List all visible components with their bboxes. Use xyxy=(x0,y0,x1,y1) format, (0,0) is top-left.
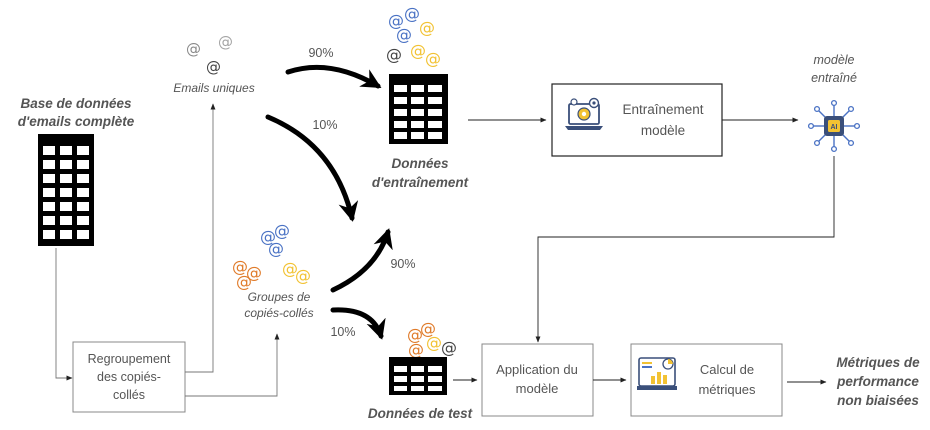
model-to-application-arrow xyxy=(535,156,835,343)
svg-text:@: @ xyxy=(260,227,276,246)
metrics-calc-label-line1: Calcul de xyxy=(700,362,754,377)
training-label-line1: Entraînement xyxy=(622,102,703,117)
grouping-to-groups-arrow xyxy=(185,333,280,397)
svg-text:@: @ xyxy=(282,259,298,278)
svg-text:@: @ xyxy=(388,11,404,30)
application-box xyxy=(481,343,594,417)
svg-text:@: @ xyxy=(408,340,424,359)
output-metrics-line1: Métriques de xyxy=(836,355,920,370)
svg-text:@: @ xyxy=(410,41,426,60)
application-label-line1: Application du xyxy=(496,362,578,377)
laptop-gear-icon xyxy=(565,97,603,130)
unique-emails-label: Emails uniques xyxy=(173,81,254,95)
groups-label-line2: copiés-collés xyxy=(244,306,313,320)
pct-test-unique: 10% xyxy=(312,118,337,132)
svg-text:@: @ xyxy=(419,18,435,37)
output-metrics-line2: performance xyxy=(836,374,919,389)
pct-test-groups: 10% xyxy=(330,325,355,339)
grouping-to-unique-arrow xyxy=(185,103,216,373)
svg-text:@: @ xyxy=(425,49,441,68)
metrics-calc-label-line2: métriques xyxy=(698,382,756,397)
output-metrics-line3: non biaisées xyxy=(837,393,919,408)
trained-model-label-line1: modèle xyxy=(814,53,855,67)
database-title-line2: d'emails complète xyxy=(18,114,135,129)
training-label-line2: modèle xyxy=(641,123,685,138)
grouping-label-line2: des copiés- xyxy=(97,370,161,384)
groups-at-icons: @ @ @ @ @ @ @ @ xyxy=(232,221,311,291)
test-at-icons: @ @ @ @ @ xyxy=(407,319,457,359)
svg-text:@: @ xyxy=(274,221,290,240)
svg-text:@: @ xyxy=(396,25,412,44)
svg-text:@: @ xyxy=(426,333,442,352)
train-at-icons: @ @ @ @ @ @ @ xyxy=(386,4,441,68)
svg-text:@: @ xyxy=(420,319,436,338)
pct-train-unique: 90% xyxy=(308,46,333,60)
svg-text:@: @ xyxy=(441,338,457,357)
svg-text:@: @ xyxy=(386,45,402,64)
svg-text:@: @ xyxy=(268,239,284,258)
svg-text:@: @ xyxy=(404,4,420,23)
pct-train-groups: 90% xyxy=(390,257,415,271)
svg-text:@: @ xyxy=(206,58,221,76)
svg-text:@: @ xyxy=(186,40,201,58)
chart-screen-icon xyxy=(637,357,677,390)
svg-text:@: @ xyxy=(295,266,311,285)
application-label-line2: modèle xyxy=(516,381,559,396)
svg-text:@: @ xyxy=(407,325,423,344)
database-title-line1: Base de données xyxy=(20,96,132,111)
unique-emails-at-icons: @ @ @ xyxy=(186,33,233,76)
train-data-label-line2: d'entraînement xyxy=(372,175,469,190)
svg-text:AI: AI xyxy=(831,124,838,131)
trained-model-label-line2: entraîné xyxy=(811,71,857,85)
train-table-icon xyxy=(389,74,448,144)
train-data-label-line1: Données xyxy=(391,156,449,171)
groups-label-line1: Groupes de xyxy=(248,290,311,304)
ai-brain-icon: AI xyxy=(807,99,861,153)
groups-to-test-arrow xyxy=(330,307,386,340)
svg-text:@: @ xyxy=(218,33,233,51)
svg-text:@: @ xyxy=(246,263,262,282)
db-to-grouping-arrow xyxy=(55,248,73,381)
database-table-icon xyxy=(38,134,94,246)
unique-to-test-arrow xyxy=(265,114,359,222)
grouping-box xyxy=(72,341,186,413)
test-data-label: Données de test xyxy=(368,406,473,421)
groups-to-train-arrow xyxy=(330,228,393,293)
svg-text:@: @ xyxy=(232,257,248,276)
grouping-label-line3: collés xyxy=(113,388,145,402)
svg-text:@: @ xyxy=(236,272,252,291)
unique-to-train-arrow xyxy=(285,64,382,89)
test-table-icon xyxy=(389,357,447,395)
grouping-label-line1: Regroupement xyxy=(88,352,171,366)
